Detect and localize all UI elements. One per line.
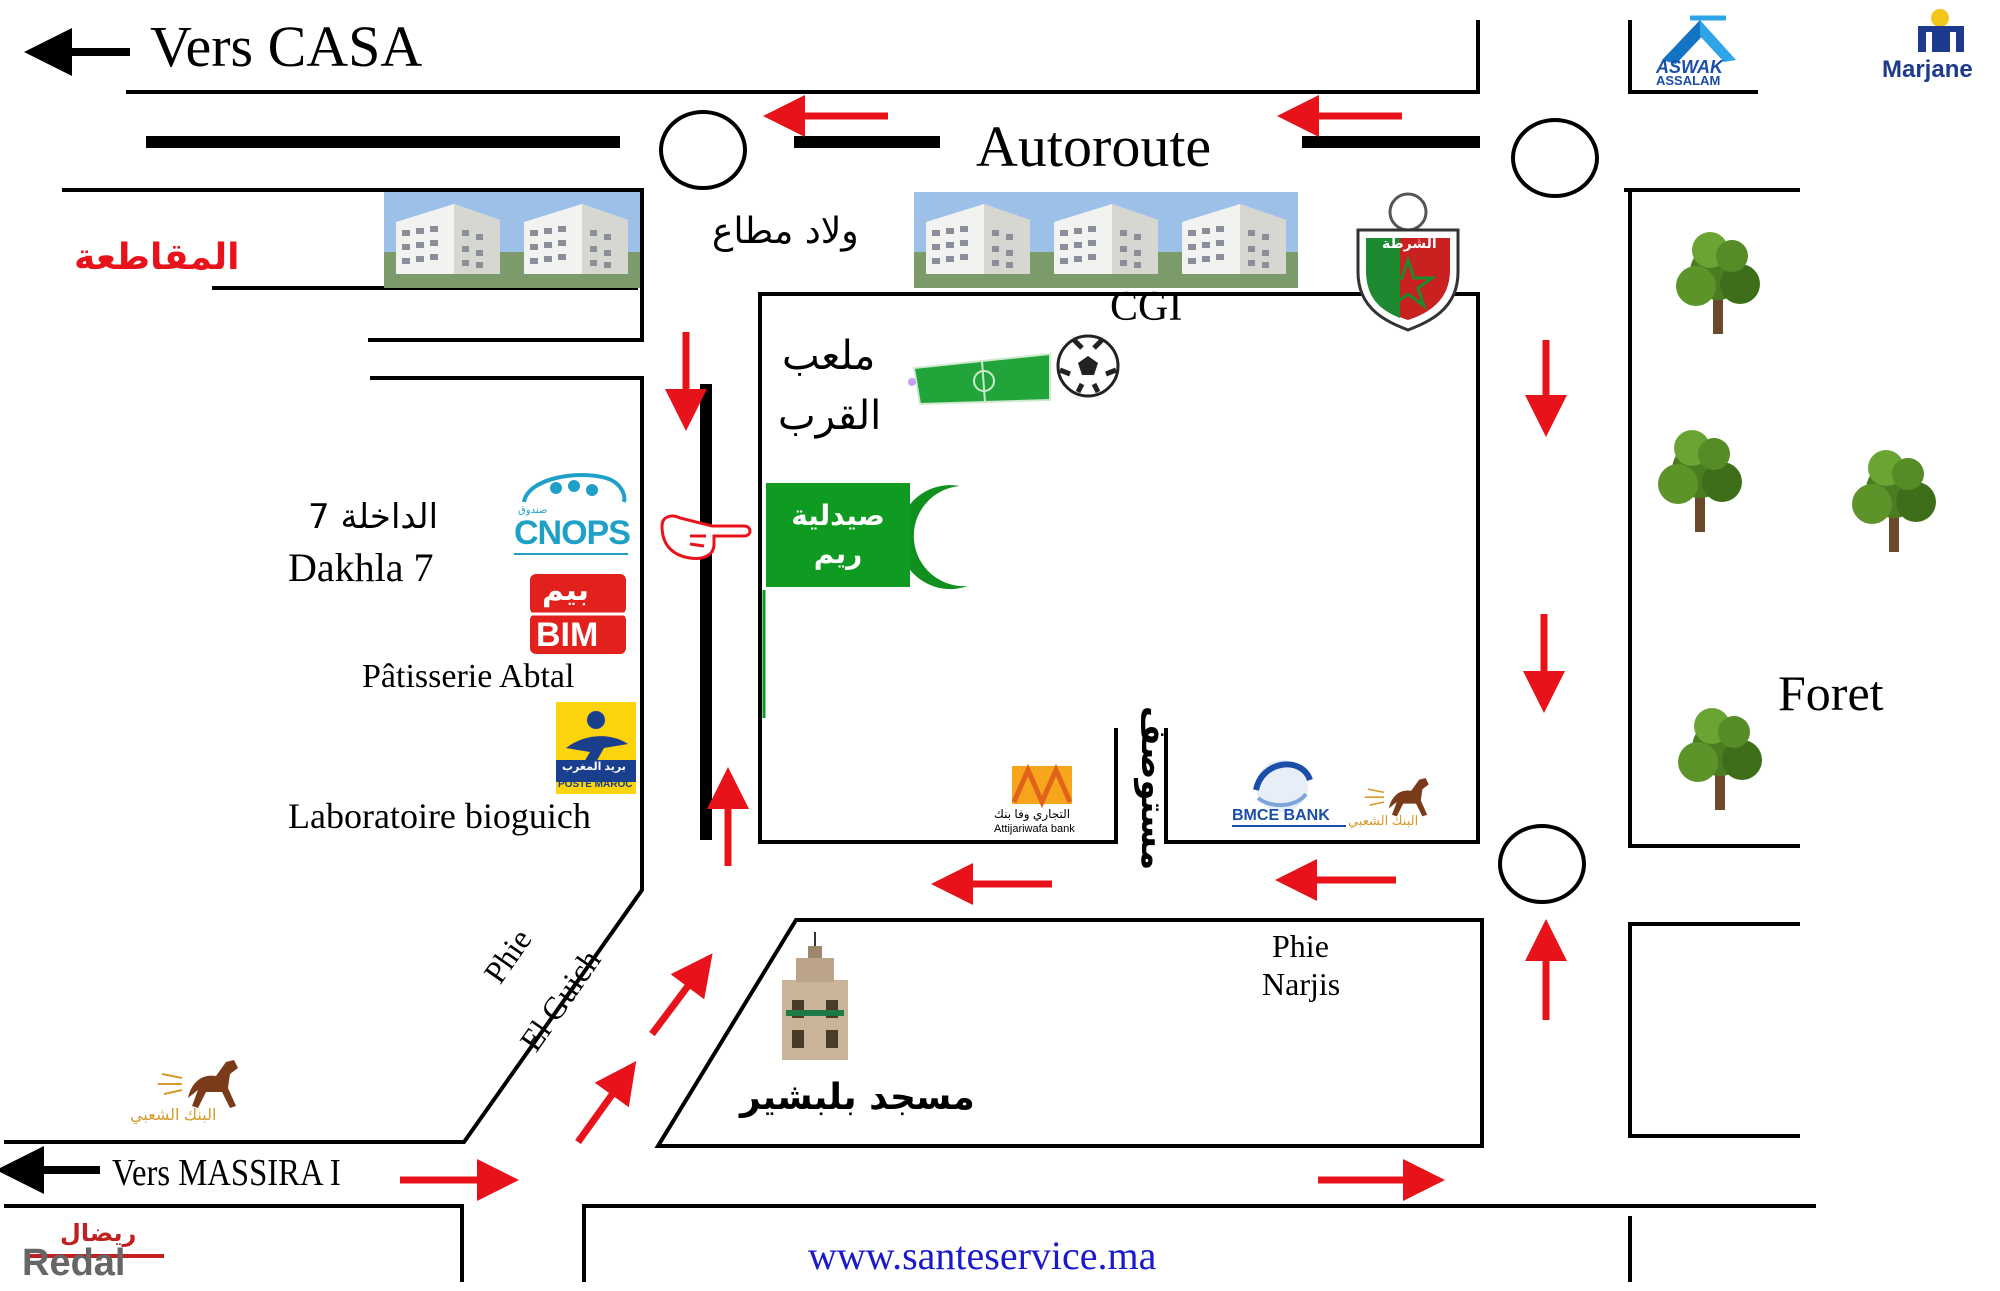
vers-casa-label: Vers CASA	[150, 14, 423, 79]
attijari-logo-ar: التجاري وفا بنك	[994, 807, 1071, 821]
autoroute-label: Autoroute	[976, 114, 1212, 179]
mosque-icon	[782, 932, 848, 1060]
mosque-label: مسجد بلبشير	[740, 1077, 975, 1118]
soccer-field-icon	[908, 352, 1051, 406]
road-top-edge	[126, 20, 1480, 94]
road-right-trees	[1624, 188, 1800, 848]
dispensary-label: مستوصف	[1133, 706, 1173, 871]
road-right-bottom	[1628, 922, 1800, 1138]
banque-populaire-right: البنك الشعبي	[1348, 813, 1419, 828]
redal-logo-text: Redal	[22, 1242, 126, 1284]
bim-logo-ar: بيم	[542, 574, 590, 607]
dakhla-ar-label: الداخلة 7	[308, 497, 439, 537]
cgi-label: CGI	[1110, 284, 1183, 330]
left-arrow-icon	[0, 28, 130, 1194]
pharmacy-sign: صيدلية ريم	[766, 483, 910, 587]
cnops-logo	[514, 473, 628, 555]
road-center-block-left	[758, 292, 1118, 844]
bim-logo	[530, 574, 626, 654]
road-upper-left-edge	[62, 188, 644, 342]
road-center-block	[758, 292, 1480, 844]
website-link[interactable]: www.santeservice.ma	[808, 1233, 1157, 1278]
marjane-logo-text: Marjane	[1882, 56, 1973, 83]
road-bottom-block	[654, 918, 1484, 1148]
road-bottom-edge	[4, 1204, 1816, 1282]
marjane-logo	[1918, 9, 1964, 52]
foret-label: Foret	[1778, 665, 1884, 721]
bmce-logo	[1232, 760, 1346, 827]
patisserie-label: Pâtisserie Abtal	[362, 658, 575, 695]
roundabout-icon	[659, 110, 1599, 904]
cnops-logo-small: صندوق	[518, 505, 548, 516]
crescent-icon	[898, 485, 968, 590]
traffic-arrows	[400, 95, 1567, 1201]
oulad-mtaa-label: ولاد مطاع	[712, 211, 859, 252]
police-badge-icon	[1356, 192, 1460, 332]
aswak-logo-line2: ASSALAM	[1656, 73, 1721, 88]
football-icon	[1056, 334, 1120, 398]
road-left-block	[4, 376, 644, 1144]
aswak-logo-line1: ASWAK	[1656, 57, 1723, 77]
attijariwafa-logo	[1011, 763, 1073, 809]
stadium-label-line2: القرب	[778, 393, 882, 439]
bim-logo-text: BIM	[536, 616, 599, 654]
pharmacy-name-line2: ريم	[813, 537, 863, 570]
banque-populaire-left: البنك الشعبي	[130, 1107, 217, 1124]
phie-narjis-line1: Phie	[1272, 928, 1329, 964]
laboratoire-label: Laboratoire bioguich	[288, 796, 591, 836]
phie-narjis-line2: Narjis	[1262, 966, 1341, 1002]
tree-icon	[1658, 232, 1936, 810]
autoroute-median	[146, 136, 1480, 840]
pointing-hand-icon	[660, 514, 752, 560]
aswak-assalam-logo	[1662, 15, 1736, 64]
moqataa-label: المقاطعة	[74, 237, 240, 278]
stadium-label-line1: ملعب	[782, 333, 876, 379]
vers-massira-label: Vers MASSIRA I	[112, 1152, 341, 1194]
cnops-logo-text: CNOPS	[514, 514, 631, 552]
road-network	[4, 20, 1816, 1282]
police-badge-text: الشرطة	[1382, 235, 1437, 251]
poste-logo-ar: بريد المغرب	[562, 761, 626, 773]
redal-logo	[26, 1254, 164, 1258]
poste-maroc-logo	[556, 702, 636, 794]
bmce-logo-text: BMCE BANK	[1232, 807, 1330, 824]
attijari-logo-text: Attijariwafa bank	[994, 823, 1075, 835]
poste-logo-text: POSTE MAROC	[558, 779, 633, 790]
pharmacy-name-line1: صيدلية	[791, 499, 885, 533]
redal-logo-ar: ريضال	[60, 1220, 137, 1247]
dakhla-fr-label: Dakhla 7	[288, 545, 434, 590]
